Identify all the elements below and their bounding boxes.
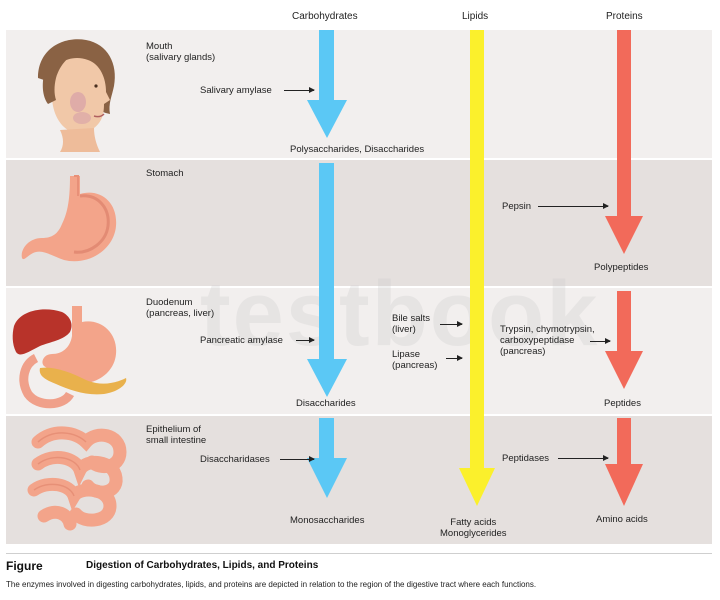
region-epithelium: Epithelium of small intestine (146, 424, 207, 446)
enzyme-trypsin-chymotrypsin-carboxypeptidase: Trypsin, chymotrypsin, carboxypeptidase … (500, 324, 595, 357)
small-intestine-illustration (27, 426, 127, 531)
enzyme-pepsin: Pepsin (502, 201, 532, 212)
region-stomach: Stomach (146, 168, 184, 179)
header-carbohydrates: Carbohydrates (292, 11, 358, 22)
caption-label: Figure (6, 559, 43, 573)
caption-text: The enzymes involved in digesting carboh… (6, 580, 537, 589)
region-mouth: Mouth (salivary glands) (146, 41, 216, 63)
product-peptides: Peptides (604, 398, 641, 409)
product-polysaccharides-disaccharides: Polysaccharides, Disaccharides (290, 144, 425, 155)
enzyme-lipase: Lipase (pancreas) (392, 349, 438, 371)
pointer-lipase (446, 355, 463, 361)
product-fatty-acids-monoglycerides: Fatty acids Monoglycerides (440, 517, 507, 539)
enzyme-pancreatic-amylase: Pancreatic amylase (200, 335, 283, 346)
header-proteins: Proteins (606, 11, 643, 22)
face-illustration (38, 39, 115, 152)
enzyme-salivary-amylase: Salivary amylase (200, 85, 272, 96)
band-stomach (6, 160, 712, 286)
liver-pancreas-illustration (12, 306, 127, 409)
caption-title: Digestion of Carbohydrates, Lipids, and … (86, 560, 319, 571)
pointer-salivary-amylase (284, 87, 315, 93)
product-amino-acids: Amino acids (596, 514, 648, 525)
product-disaccharides: Disaccharides (296, 398, 356, 409)
band-epithelium (6, 416, 712, 544)
enzyme-peptidases: Peptidases (502, 453, 550, 464)
pointer-trypsin (590, 338, 611, 344)
stomach-illustration (21, 175, 117, 262)
band-duodenum (6, 288, 712, 414)
region-duodenum: Duodenum (pancreas, liver) (146, 297, 215, 319)
pointer-bile-salts (440, 321, 463, 327)
pointer-pancreatic-amylase (296, 337, 315, 343)
caption-rule (6, 553, 712, 554)
pointer-pepsin (538, 203, 609, 209)
enzyme-disaccharidases: Disaccharidases (200, 454, 270, 465)
enzyme-bile-salts: Bile salts (liver) (392, 313, 431, 335)
pointer-disaccharidases (280, 456, 315, 462)
watermark: testbook (200, 263, 600, 365)
product-monosaccharides: Monosaccharides (290, 515, 365, 526)
product-polypeptides: Polypeptides (594, 262, 649, 273)
header-lipids: Lipids (462, 11, 489, 22)
band-mouth (6, 30, 712, 158)
pointer-peptidases (558, 455, 609, 461)
